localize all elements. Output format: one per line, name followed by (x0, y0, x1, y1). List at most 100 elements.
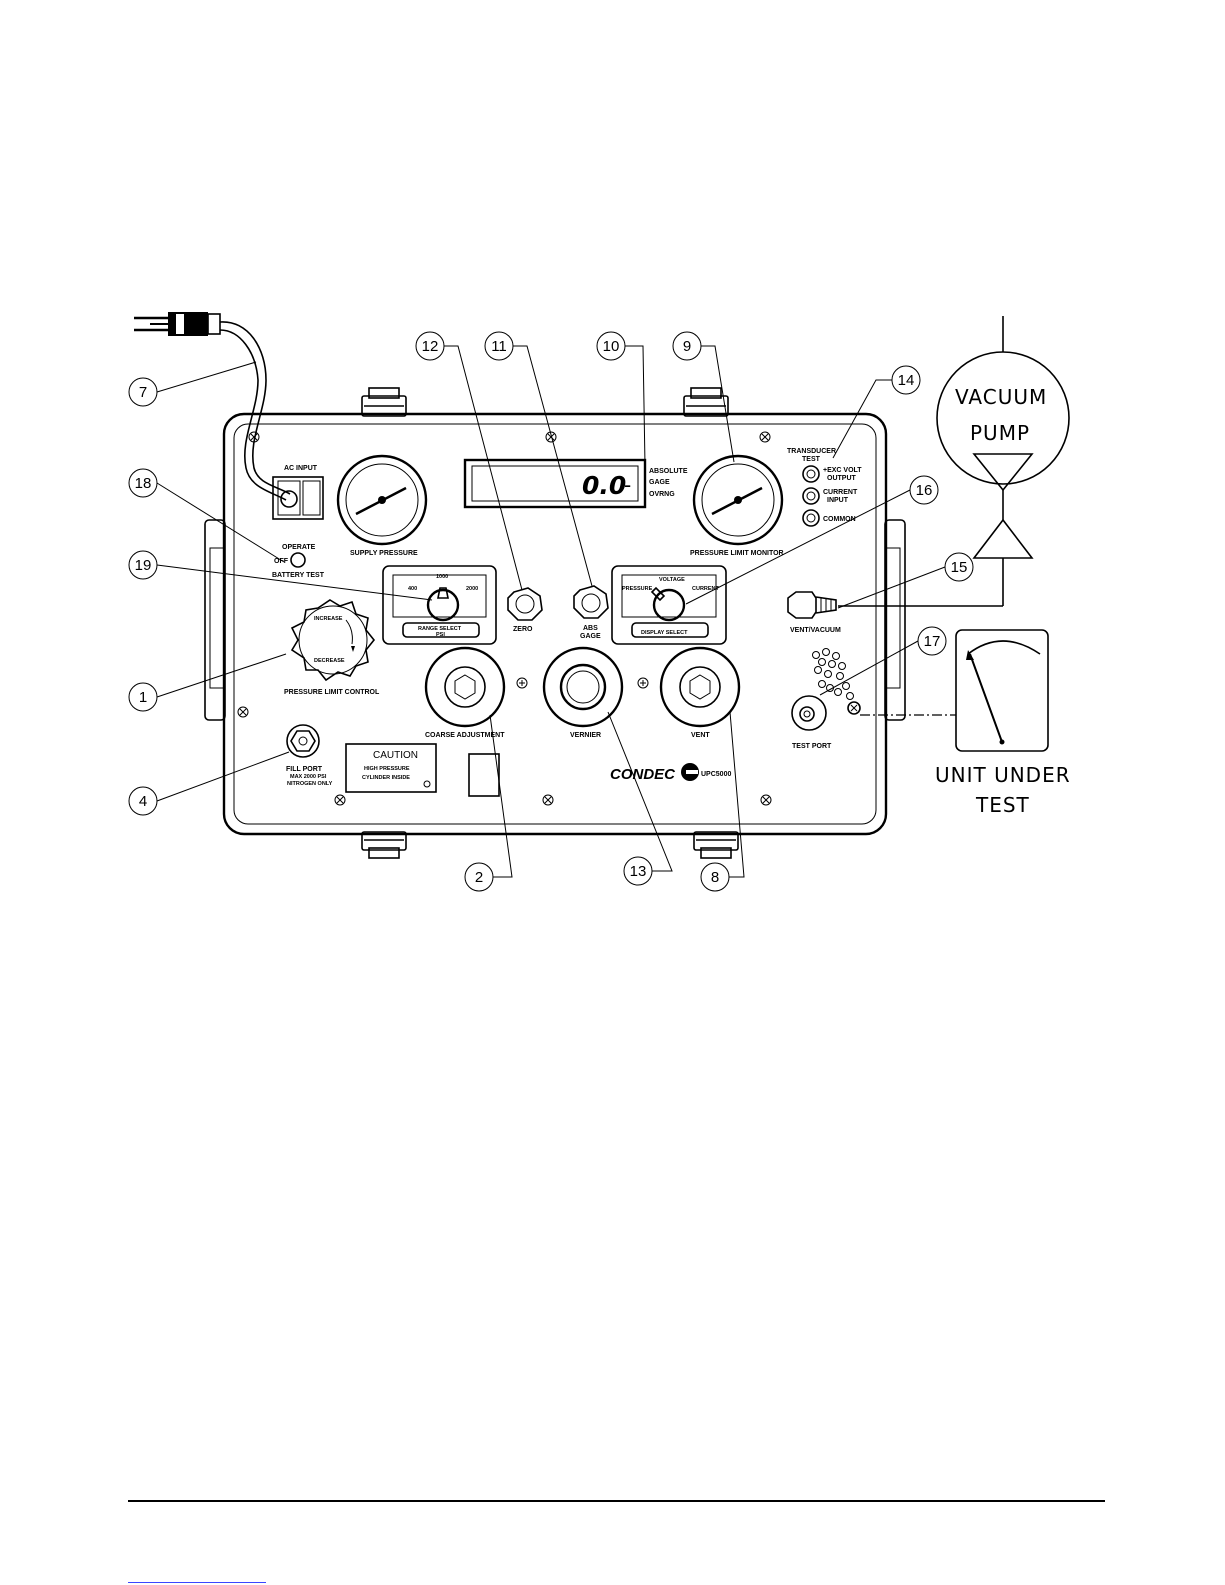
range-select-knob[interactable] (426, 587, 460, 622)
abs-gage-label-2: GAGE (580, 633, 601, 640)
vent-vacuum-port[interactable] (787, 591, 837, 619)
decrease-label: DECREASE (314, 658, 345, 664)
operate-label: OPERATE (282, 544, 316, 551)
display-current-label: CURRENT (692, 586, 720, 592)
current-input-label-1: CURRENT (823, 489, 858, 496)
zero-label: ZERO (513, 626, 533, 633)
vacuum-pump-label-2: PUMP (970, 421, 1030, 445)
range-1000-label: 1000 (436, 574, 448, 580)
display-voltage-label: VOLTAGE (659, 577, 685, 583)
callout-4: 4 (139, 793, 147, 810)
common-jack[interactable] (802, 509, 820, 527)
coarse-adjustment-knob[interactable] (424, 646, 506, 728)
range-2000-label: 2000 (466, 586, 478, 592)
caution-line-2: HIGH PRESSURE (364, 766, 410, 772)
callout-9: 9 (683, 338, 691, 355)
pressure-limit-control-label: PRESSURE LIMIT CONTROL (284, 689, 380, 696)
vacuum-pump-label-1: VACUUM (955, 385, 1047, 409)
callout-numbers: 7 18 19 1 4 12 11 10 9 14 16 15 17 2 13 … (135, 338, 968, 886)
instrument-case (204, 387, 906, 859)
caution-label: CAUTION (373, 750, 418, 761)
callout-17: 17 (924, 633, 941, 650)
caution-line-3: CYLINDER INSIDE (362, 775, 410, 781)
fill-port-label-3: NITROGEN ONLY (287, 781, 333, 787)
exc-volt-label-1: +EXC VOLT (823, 467, 862, 474)
callout-leaders (156, 345, 946, 878)
ac-input-label: AC INPUT (284, 465, 318, 472)
brand-logo-mark (681, 763, 699, 781)
coarse-adjustment-label: COARSE ADJUSTMENT (425, 732, 505, 739)
power-switch[interactable] (290, 552, 306, 568)
footer-rule (128, 1500, 1105, 1502)
fill-port-label-2: MAX 2000 PSI (290, 774, 327, 780)
supply-pressure-label: SUPPLY PRESSURE (350, 550, 418, 557)
callout-11: 11 (491, 338, 507, 355)
transducer-test-label-2: TEST (802, 456, 821, 463)
display-select-knob[interactable] (650, 586, 686, 622)
test-port-label: TEST PORT (792, 743, 832, 750)
digital-display: 0.0 - (463, 458, 647, 509)
abs-gage-button[interactable] (573, 585, 609, 619)
pressure-limit-monitor-gauge (692, 454, 784, 546)
current-input-label-2: INPUT (827, 497, 849, 504)
ac-input-socket[interactable] (272, 476, 324, 520)
fill-port[interactable] (286, 724, 320, 758)
test-port-cap (847, 701, 861, 715)
model-label: UPC5000 (701, 771, 731, 778)
display-select-label: DISPLAY SELECT (641, 630, 688, 636)
fill-port-label-1: FILL PORT (286, 766, 323, 773)
exc-volt-jack[interactable] (802, 465, 820, 483)
vacuum-pump (838, 316, 1070, 607)
callout-14: 14 (898, 372, 915, 389)
off-label: OFF (274, 558, 289, 565)
vent-label: VENT (691, 732, 710, 739)
display-select-panel (611, 565, 727, 645)
pressure-limit-monitor-label: PRESSURE LIMIT MONITOR (690, 550, 784, 557)
callout-1: 1 (139, 689, 147, 706)
unit-under-test-label-2: TEST (975, 793, 1030, 817)
vernier-knob[interactable] (542, 646, 624, 728)
display-dash: - (624, 473, 631, 497)
caution-plate (345, 743, 437, 793)
footer-link-underline (128, 1582, 266, 1583)
callout-10: 10 (603, 338, 620, 355)
vent-vacuum-label: VENT/VACUUM (790, 627, 841, 634)
exc-volt-label-2: OUTPUT (827, 475, 857, 482)
range-select-panel (382, 565, 497, 645)
increase-label: INCREASE (314, 616, 343, 622)
supply-pressure-gauge (336, 454, 428, 546)
range-select-label-1: RANGE SELECT (418, 626, 462, 632)
power-plug-icon (134, 312, 221, 336)
display-readout: 0.0 (582, 471, 626, 500)
current-input-jack[interactable] (802, 487, 820, 505)
mode-gage-label: GAGE (649, 479, 670, 486)
callout-12: 12 (422, 338, 439, 355)
range-select-label-2: PSI (436, 632, 445, 638)
callout-13: 13 (630, 863, 647, 880)
panel-screws (237, 431, 772, 806)
zero-button[interactable] (507, 587, 543, 621)
abs-gage-label-1: ABS (583, 625, 598, 632)
callout-16: 16 (916, 482, 933, 499)
test-port-chain (812, 648, 854, 700)
callout-2: 2 (475, 869, 483, 886)
common-label: COMMON (823, 516, 856, 523)
callout-15: 15 (951, 559, 968, 576)
transducer-test-label-1: TRANSDUCER (787, 448, 836, 455)
vent-valve-knob[interactable] (659, 646, 741, 728)
pressure-limit-control-knob[interactable] (290, 599, 376, 682)
callout-18: 18 (135, 475, 152, 492)
callout-8: 8 (711, 869, 719, 886)
mode-absolute-label: ABSOLUTE (649, 468, 688, 475)
callout-7: 7 (139, 384, 147, 401)
test-port[interactable] (791, 695, 827, 731)
display-pressure-label: PRESSURE (622, 586, 653, 592)
callout-bubbles (128, 331, 974, 892)
mode-ovrng-label: OVRNG (649, 491, 675, 498)
power-cord (219, 321, 291, 501)
vernier-label: VERNIER (570, 732, 601, 739)
brand-logo: CONDEC (610, 766, 676, 783)
label-window (468, 753, 500, 797)
range-400-label: 400 (408, 586, 417, 592)
